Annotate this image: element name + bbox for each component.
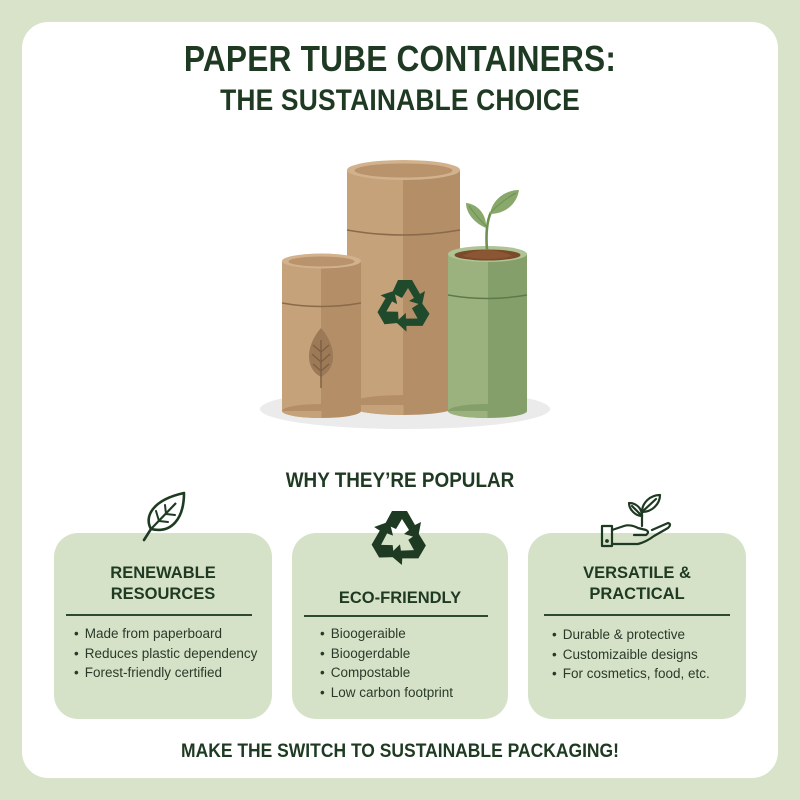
list-item: Bioogeraible bbox=[320, 624, 453, 644]
leaf-emblem-icon bbox=[308, 328, 334, 388]
recycle-icon bbox=[377, 280, 430, 332]
green-tube bbox=[447, 246, 528, 418]
list-item: Bioogerdable bbox=[320, 644, 453, 664]
list-item: Durable & protective bbox=[552, 625, 710, 645]
page-title: PAPER TUBE CONTAINERS: bbox=[183, 38, 617, 79]
page-subtitle: THE SUSTAINABLE CHOICE bbox=[220, 84, 580, 117]
list-item: Reduces plastic dependency bbox=[74, 644, 258, 664]
card-divider bbox=[544, 614, 730, 616]
card-list: Made from paperboard Reduces plastic dep… bbox=[74, 624, 258, 683]
list-item: Customizaible designs bbox=[552, 645, 710, 665]
recycle-icon bbox=[371, 511, 426, 566]
card-title: VERSATILE & PRACTICAL bbox=[583, 564, 691, 603]
paper-tubes-illustration bbox=[260, 160, 550, 429]
feature-card-eco-friendly: ECO-FRIENDLY Bioogeraible Bioogerdable C… bbox=[292, 533, 508, 719]
hand-sprout-icon bbox=[600, 493, 672, 548]
list-item: Made from paperboard bbox=[74, 624, 257, 644]
card-title: RENEWABLE RESOURCES bbox=[110, 564, 216, 603]
feature-card-renewable: RENEWABLE RESOURCES Made from paperboard… bbox=[54, 533, 272, 719]
card-list: Durable & protective Customizaible desig… bbox=[552, 625, 710, 684]
leaf-outline-icon bbox=[142, 491, 186, 542]
sprout-icon bbox=[466, 190, 519, 251]
small-kraft-tube bbox=[281, 253, 362, 418]
card-divider bbox=[66, 614, 252, 616]
card-divider bbox=[304, 615, 488, 617]
list-item: For cosmetics, food, etc. bbox=[552, 664, 710, 684]
feature-card-versatile: VERSATILE & PRACTICAL Durable & protecti… bbox=[528, 533, 746, 719]
call-to-action: MAKE THE SWITCH TO SUSTAINABLE PACKAGING… bbox=[181, 741, 619, 762]
section-heading: WHY THEY’RE POPULAR bbox=[285, 469, 515, 492]
list-item: Forest-friendly certified bbox=[74, 663, 257, 683]
card-list: Bioogeraible Bioogerdable Compostable Lo… bbox=[320, 624, 453, 702]
list-item: Compostable bbox=[320, 663, 453, 683]
list-item: Low carbon footprint bbox=[320, 683, 453, 703]
card-title: ECO-FRIENDLY bbox=[338, 589, 462, 607]
